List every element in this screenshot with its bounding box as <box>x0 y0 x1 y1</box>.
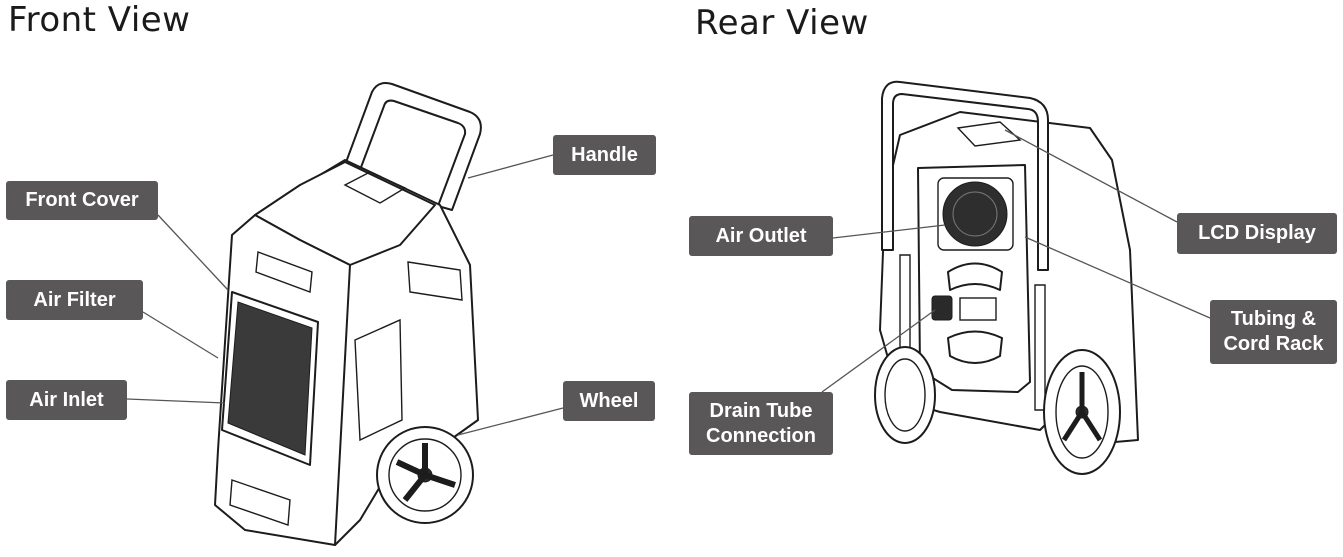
front-display-window <box>255 251 313 293</box>
rear-wheel-left <box>874 346 936 444</box>
front-unit-drawing <box>214 82 482 546</box>
leader-air-filter <box>142 311 219 359</box>
label-wheel: Wheel <box>563 381 655 421</box>
leader-handle <box>467 154 554 179</box>
rear-drain-connector <box>931 295 953 321</box>
leader-air-inlet <box>126 398 226 404</box>
leader-front-cover <box>157 214 229 291</box>
leader-air-outlet <box>832 224 946 239</box>
label-drain-tube-connection: Drain Tube Connection <box>689 392 833 455</box>
rear-view-title: Rear View <box>695 3 869 43</box>
label-drain-tube-line2: Connection <box>706 424 816 447</box>
label-lcd-display: LCD Display <box>1177 213 1337 254</box>
leader-tubing-cord-rack <box>1024 236 1211 319</box>
rear-lcd-shape <box>956 121 1022 147</box>
rear-unit-drawing <box>874 80 1139 475</box>
label-air-inlet: Air Inlet <box>6 380 127 420</box>
leader-drain-tube <box>821 309 936 393</box>
label-front-cover: Front Cover <box>6 181 158 220</box>
label-drain-tube-line1: Drain Tube <box>709 399 813 422</box>
leader-lcd-display <box>1004 129 1178 223</box>
label-handle: Handle <box>553 135 656 175</box>
rear-air-outlet-fan <box>942 181 1008 247</box>
front-view-title: Front View <box>8 0 191 40</box>
leader-wheel <box>457 407 564 436</box>
label-tubing-cord-rack: Tubing & Cord Rack <box>1210 300 1337 364</box>
label-tubing-cord-rack-line1: Tubing & <box>1230 308 1317 330</box>
leader-lines <box>126 129 1211 436</box>
label-tubing-cord-rack-line2: Cord Rack <box>1223 333 1324 355</box>
label-air-outlet: Air Outlet <box>689 216 833 256</box>
label-air-filter: Air Filter <box>6 280 143 320</box>
rear-handle-shape <box>881 80 1049 271</box>
